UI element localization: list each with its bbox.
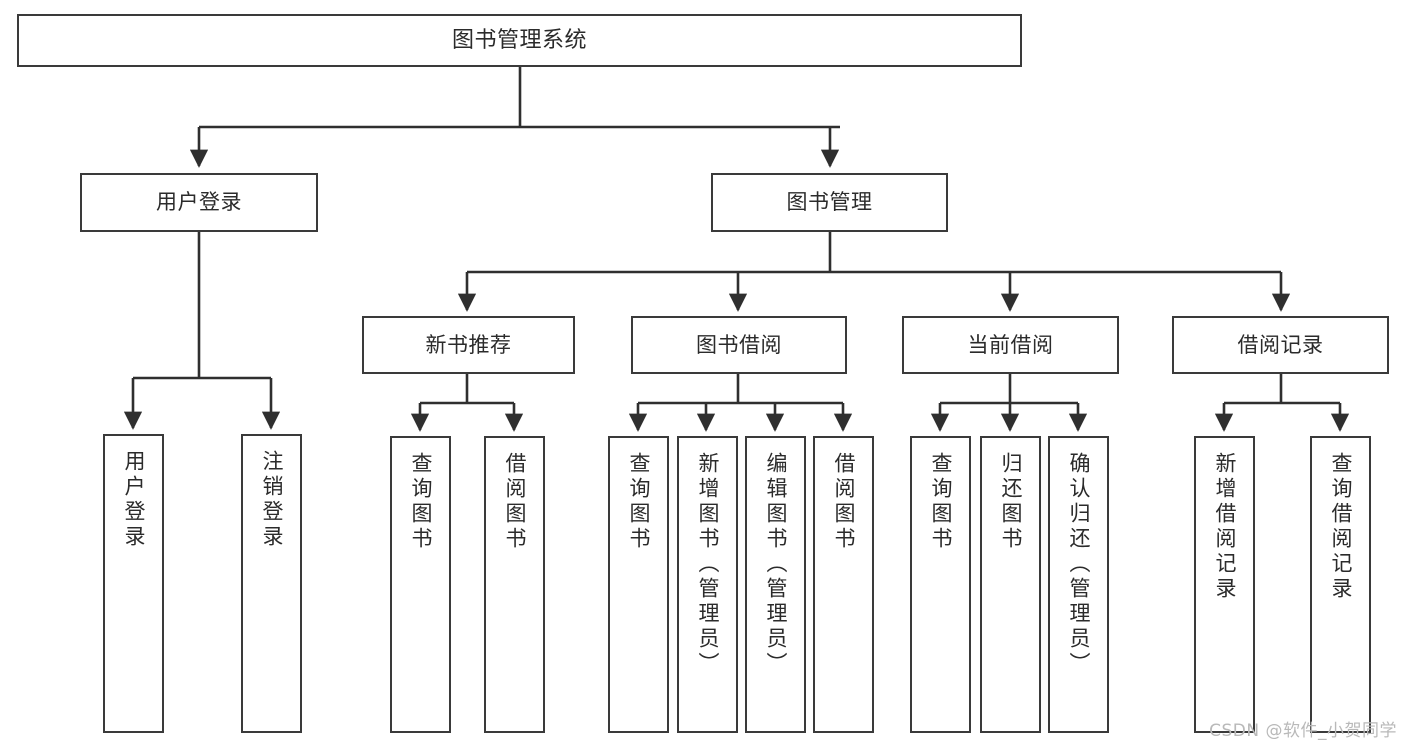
- leaf-add-borrow-record[interactable]: 新增借阅记录: [1194, 436, 1255, 733]
- node-user-login[interactable]: 用户登录: [80, 173, 318, 232]
- leaf-borrow-book-2-label: 借阅图书: [832, 452, 856, 552]
- node-book-management-label: 图书管理: [786, 190, 873, 215]
- node-root-label: 图书管理系统: [451, 27, 587, 53]
- node-current-borrow-label: 当前借阅: [967, 332, 1054, 357]
- leaf-query-borrow-record[interactable]: 查询借阅记录: [1310, 436, 1371, 733]
- leaf-query-book-2-label: 查询图书: [627, 452, 651, 552]
- edges-root: [123, 67, 1350, 432]
- leaf-user-login[interactable]: 用户登录: [103, 434, 164, 733]
- node-borrow-records[interactable]: 借阅记录: [1172, 316, 1389, 374]
- leaf-query-book-1-label: 查询图书: [409, 452, 433, 552]
- leaf-add-book[interactable]: 新增图书（管理员）: [677, 436, 738, 733]
- leaf-edit-book[interactable]: 编辑图书（管理员）: [745, 436, 806, 733]
- node-current-borrow[interactable]: 当前借阅: [902, 316, 1119, 374]
- node-book-borrow[interactable]: 图书借阅: [631, 316, 847, 374]
- leaf-user-logout-label: 注销登录: [260, 450, 284, 550]
- leaf-user-logout[interactable]: 注销登录: [241, 434, 302, 733]
- leaf-borrow-book-2[interactable]: 借阅图书: [813, 436, 874, 733]
- leaf-query-book-3-label: 查询图书: [929, 452, 953, 552]
- leaf-borrow-book-1[interactable]: 借阅图书: [484, 436, 545, 733]
- node-borrow-records-label: 借阅记录: [1237, 332, 1324, 357]
- leaf-confirm-return-label: 确认归还（管理员）: [1067, 452, 1091, 677]
- node-new-book-recommend-label: 新书推荐: [425, 332, 512, 357]
- node-root[interactable]: 图书管理系统: [17, 14, 1022, 67]
- node-user-login-label: 用户登录: [156, 190, 242, 215]
- leaf-user-login-label: 用户登录: [122, 450, 146, 550]
- leaf-return-book-label: 归还图书: [999, 452, 1023, 552]
- leaf-return-book[interactable]: 归还图书: [980, 436, 1041, 733]
- leaf-query-book-2[interactable]: 查询图书: [608, 436, 669, 733]
- node-book-management[interactable]: 图书管理: [711, 173, 948, 232]
- leaf-query-book-1[interactable]: 查询图书: [390, 436, 451, 733]
- node-book-borrow-label: 图书借阅: [696, 332, 782, 357]
- leaf-confirm-return[interactable]: 确认归还（管理员）: [1048, 436, 1109, 733]
- leaf-add-borrow-record-label: 新增借阅记录: [1213, 452, 1237, 602]
- leaf-edit-book-label: 编辑图书（管理员）: [764, 452, 788, 677]
- leaf-query-book-3[interactable]: 查询图书: [910, 436, 971, 733]
- leaf-borrow-book-1-label: 借阅图书: [503, 452, 527, 552]
- leaf-add-book-label: 新增图书（管理员）: [696, 452, 720, 677]
- watermark: CSDN @软件_小贺同学: [1209, 721, 1397, 741]
- leaf-query-borrow-record-label: 查询借阅记录: [1329, 452, 1353, 602]
- node-new-book-recommend[interactable]: 新书推荐: [362, 316, 575, 374]
